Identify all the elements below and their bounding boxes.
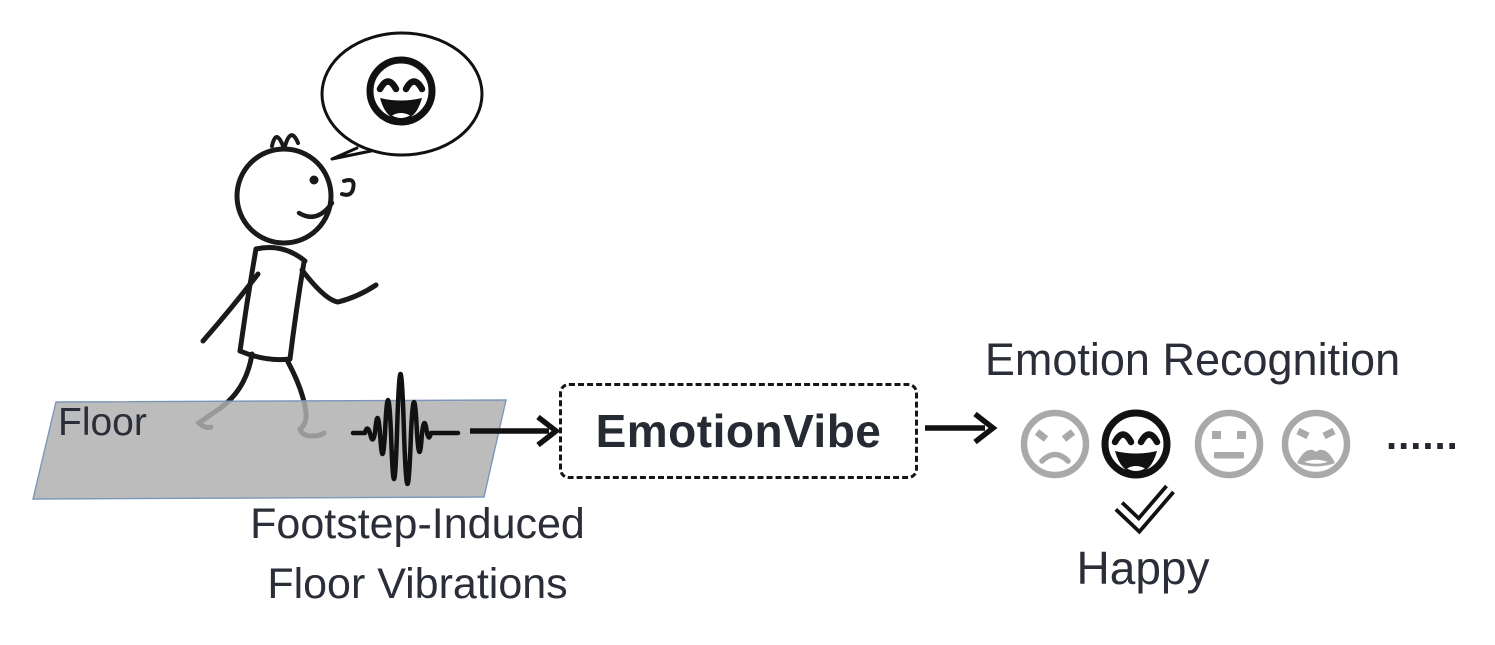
arrow-floor-to-system [470,414,561,448]
caption-line-2: Floor Vibrations [267,560,568,608]
floor-vibration-caption: Footstep-Induced Floor Vibrations [195,494,640,614]
ellipsis-more-emotions: ...... [1386,414,1459,458]
emotionvibe-system-box: EmotionVibe [559,383,918,479]
floor-label: Floor [58,401,147,444]
walking-person-illustration [195,133,379,439]
predicted-emotion-label: Happy [1076,542,1210,594]
floor-surface [32,399,507,500]
upset-face-icon [1285,413,1347,475]
vibration-waveform-icon [350,372,461,487]
neutral-face-icon [1198,413,1260,475]
happy-face-icon [1105,413,1167,475]
arrow-system-to-output [925,411,998,445]
caption-line-1: Footstep-Induced [250,500,585,548]
sad-face-icon [1024,413,1086,475]
speech-bubble [320,31,484,161]
emotionvibe-system-name: EmotionVibe [595,405,882,457]
emotion-recognition-title: Emotion Recognition [984,334,1401,385]
checkmark-icon [1114,484,1175,535]
